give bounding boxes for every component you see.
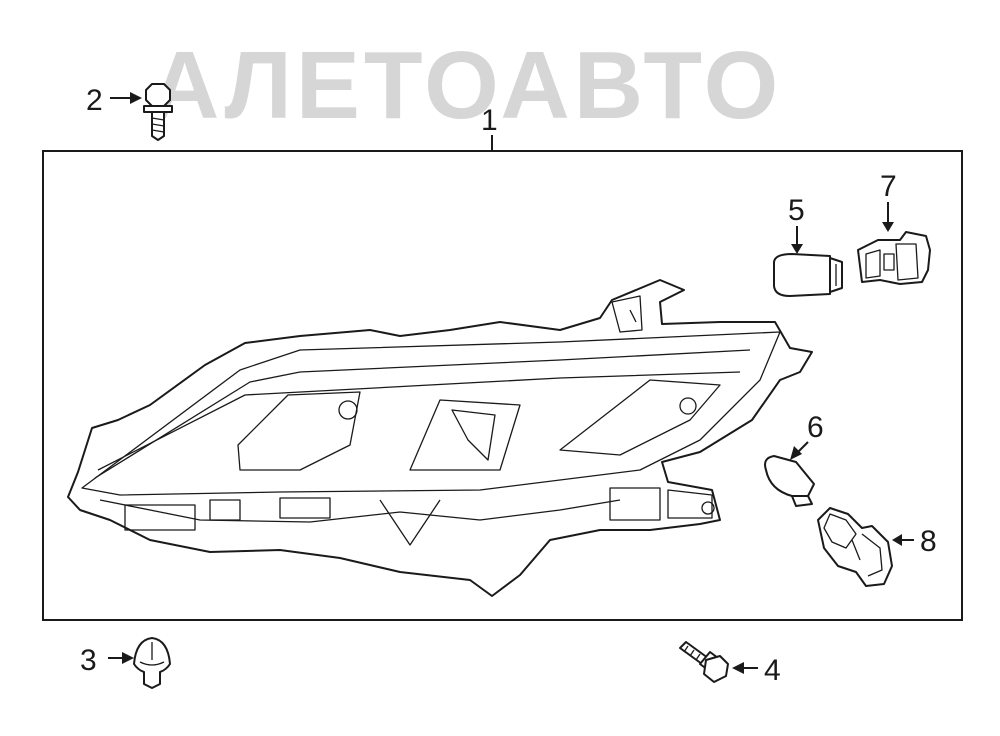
callout-4: 4 <box>764 654 781 687</box>
assembly-frame <box>42 150 963 621</box>
arrow-5 <box>791 244 803 254</box>
callout-3: 3 <box>80 644 97 677</box>
callout-1: 1 <box>481 104 498 137</box>
watermark-text: АЛЕТОАВТО <box>150 32 782 139</box>
callout-8: 8 <box>920 525 937 558</box>
flange-bolt-4 <box>679 641 729 683</box>
bolt-2 <box>143 83 173 141</box>
clip-3 <box>133 637 171 689</box>
callout-5: 5 <box>788 194 805 227</box>
socket-with-bulb-8 <box>817 507 893 587</box>
headlamp-assembly <box>67 279 813 597</box>
watermark: АЛЕТОАВТО <box>150 32 782 139</box>
socket-7 <box>857 231 931 285</box>
arrow-3 <box>122 652 134 664</box>
arrow-8 <box>892 534 902 546</box>
bulb-6 <box>764 455 815 507</box>
arrow-2 <box>130 92 142 104</box>
arrow-7 <box>882 222 894 232</box>
callout-6: 6 <box>807 411 824 444</box>
bulb-5 <box>773 253 843 297</box>
callout-7: 7 <box>880 170 897 203</box>
arrow-4 <box>732 662 744 674</box>
callout-2: 2 <box>86 84 103 117</box>
arrow-6 <box>790 446 802 460</box>
